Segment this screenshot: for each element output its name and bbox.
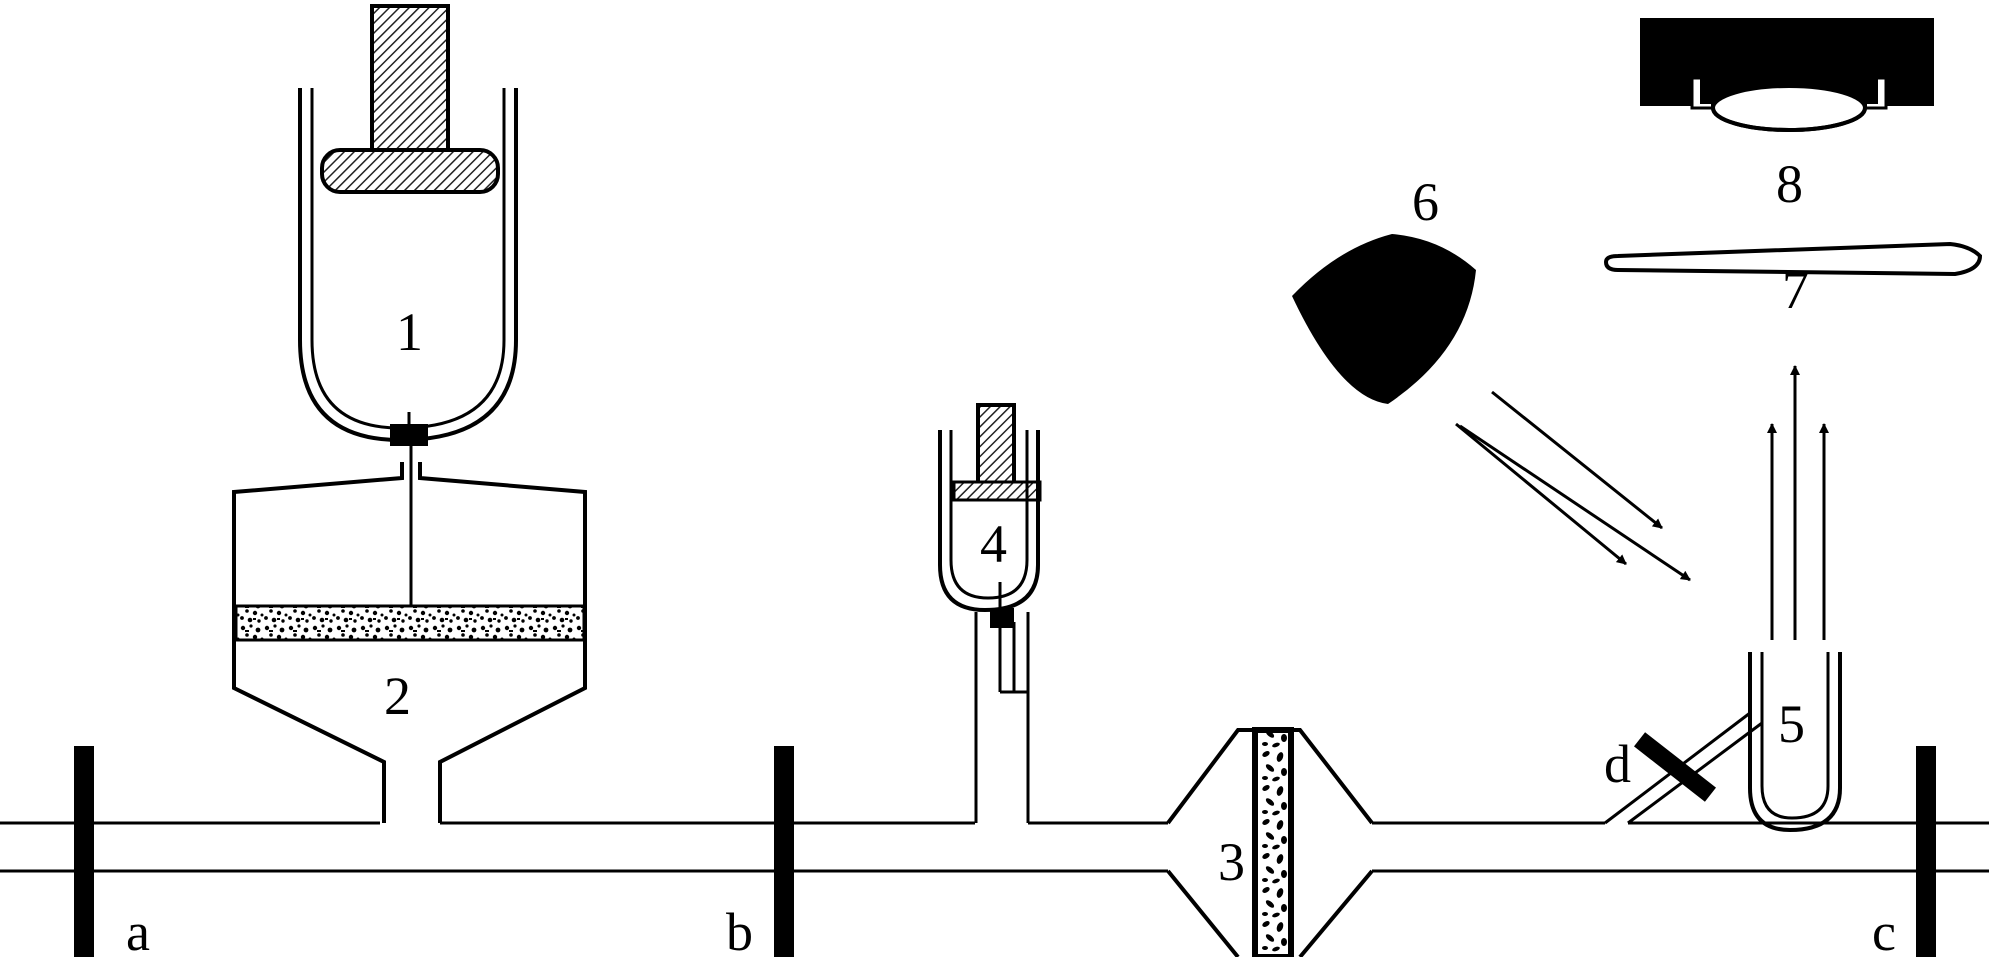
reservoir-1: [298, 4, 518, 446]
valve-d: [1604, 711, 1763, 825]
filter-hopper-2: [232, 446, 587, 823]
label-component-8: 8: [1776, 154, 1803, 214]
emitted-light-arrows: [1767, 365, 1829, 640]
label-point-c: c: [1872, 902, 1896, 957]
label-point-a: a: [126, 902, 150, 957]
syringe-4: [938, 403, 1042, 823]
inline-filter-3: [1166, 727, 1374, 957]
label-component-1: 1: [396, 302, 423, 362]
label-point-d: d: [1604, 734, 1631, 794]
label-component-4: 4: [980, 514, 1007, 574]
label-component-3: 3: [1218, 832, 1245, 892]
label-component-6: 6: [1412, 172, 1439, 232]
incident-light-arrows: [1455, 390, 1691, 582]
label-component-7: 7: [1782, 260, 1809, 320]
light-source-6: [1292, 234, 1476, 404]
label-component-2: 2: [384, 666, 411, 726]
flange-c: [1916, 746, 1936, 957]
label-point-b: b: [726, 902, 753, 957]
detector-8: [1640, 18, 1934, 132]
flange-b: [774, 746, 794, 957]
slide-7: [1603, 241, 1983, 277]
label-component-5: 5: [1778, 694, 1805, 754]
flange-a: [74, 746, 94, 957]
main-pipeline: [0, 821, 1989, 873]
u-tube-5: [1748, 652, 1842, 833]
